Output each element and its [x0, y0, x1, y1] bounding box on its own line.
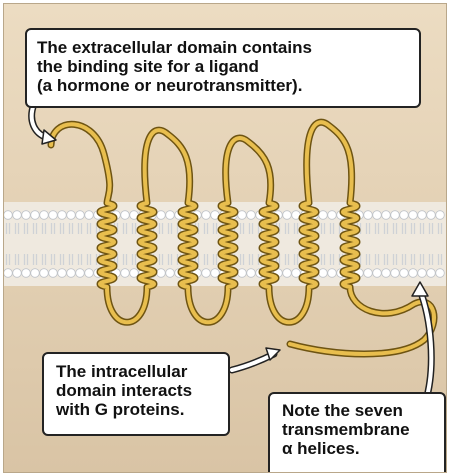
lipid-head — [130, 269, 139, 278]
lipid-head — [400, 269, 409, 278]
lipid-head — [418, 211, 427, 220]
lipid-head — [409, 211, 418, 220]
lipid-head — [211, 269, 220, 278]
lipid-head — [382, 211, 391, 220]
lipid-head — [436, 211, 445, 220]
lipid-head — [247, 269, 256, 278]
lipid-head — [58, 269, 67, 278]
lipid-head — [427, 269, 436, 278]
transmembrane-helices-callout: Note the seven transmembrane α helices. — [268, 392, 446, 473]
lipid-head — [49, 211, 58, 220]
lipid-head — [76, 211, 85, 220]
lipid-head — [391, 211, 400, 220]
lipid-head — [31, 269, 40, 278]
lipid-head — [85, 211, 94, 220]
lipid-head — [292, 269, 301, 278]
figure-frame: The extracellular domain contains the bi… — [3, 3, 447, 473]
lipid-head — [67, 269, 76, 278]
lipid-head — [202, 211, 211, 220]
lipid-head — [22, 211, 31, 220]
lipid-head — [121, 269, 130, 278]
lipid-head — [22, 269, 31, 278]
lipid-head — [418, 269, 427, 278]
lipid-head — [4, 269, 12, 278]
lipid-head — [319, 269, 328, 278]
lipid-head — [247, 211, 256, 220]
lipid-head — [328, 211, 337, 220]
extracellular-domain-callout: The extracellular domain contains the bi… — [25, 28, 421, 108]
intracellular-arrow — [232, 354, 274, 370]
lipid-head — [67, 211, 76, 220]
lipid-head — [49, 269, 58, 278]
lipid-head — [283, 211, 292, 220]
lipid-head — [364, 211, 373, 220]
intracellular-domain-callout: The intracellular domain interacts with … — [42, 352, 230, 436]
lipid-head — [409, 269, 418, 278]
lipid-head — [76, 269, 85, 278]
lipid-head — [328, 269, 337, 278]
lipid-head — [382, 269, 391, 278]
lipid-head — [4, 211, 12, 220]
lipid-head — [40, 211, 49, 220]
lipid-head — [400, 211, 409, 220]
lipid-head — [31, 211, 40, 220]
lipid-head — [85, 269, 94, 278]
lipid-head — [166, 269, 175, 278]
lipid-head — [283, 269, 292, 278]
lipid-head — [121, 211, 130, 220]
lipid-head — [202, 269, 211, 278]
lipid-head — [157, 211, 166, 220]
lipid-head — [391, 269, 400, 278]
lipid-head — [40, 269, 49, 278]
lipid-head — [436, 269, 445, 278]
lipid-head — [238, 269, 247, 278]
lipid-head — [373, 211, 382, 220]
lipid-head — [373, 269, 382, 278]
lipid-head — [364, 269, 373, 278]
lipid-head — [13, 211, 22, 220]
lipid-head — [319, 211, 328, 220]
lipid-head — [166, 211, 175, 220]
lipid-head — [157, 269, 166, 278]
lipid-head — [238, 211, 247, 220]
lipid-head — [427, 211, 436, 220]
lipid-head — [13, 269, 22, 278]
lipid-head — [58, 211, 67, 220]
